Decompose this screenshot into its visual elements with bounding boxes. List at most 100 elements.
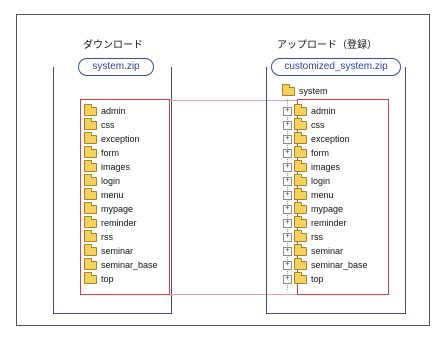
download-folder-label: reminder (101, 218, 137, 228)
folder-icon (84, 229, 97, 242)
upload-root-label: system (299, 86, 328, 96)
upload-root-folder: system (282, 83, 328, 96)
folder-icon (294, 131, 307, 144)
folder-icon (294, 243, 307, 256)
upload-folder-label: admin (311, 106, 336, 116)
folder-icon (294, 159, 307, 172)
folder-icon (84, 131, 97, 144)
upload-folder-item: + css (283, 117, 368, 132)
folder-icon (294, 187, 307, 200)
download-folder-label: admin (101, 106, 126, 116)
expand-plus-icon[interactable]: + (283, 260, 292, 270)
upload-folder-item: + form (283, 145, 368, 160)
expand-plus-icon[interactable]: + (283, 218, 292, 228)
download-folder-item: reminder (84, 215, 158, 230)
upload-folder-label: seminar (311, 246, 344, 256)
upload-folder-label: mypage (311, 204, 344, 214)
folder-icon (294, 173, 307, 186)
upload-folder-item: + reminder (283, 215, 368, 230)
expand-plus-icon[interactable]: + (283, 148, 292, 158)
download-heading: ダウンロード (83, 40, 143, 51)
folder-icon (282, 83, 295, 96)
download-folder-item: top (84, 271, 158, 286)
upload-folder-label: reminder (311, 218, 347, 228)
download-folder-item: exception (84, 131, 158, 146)
folder-icon (84, 187, 97, 200)
folder-icon (294, 215, 307, 228)
folder-icon (84, 271, 97, 284)
upload-folder-label: form (311, 148, 329, 158)
download-folder-label: images (101, 162, 131, 172)
connector-top (170, 100, 297, 101)
folder-icon (84, 145, 97, 158)
download-folder-item: form (84, 145, 158, 160)
download-folder-label: top (101, 274, 114, 284)
expand-plus-icon[interactable]: + (283, 106, 292, 116)
download-folder-item: admin (84, 103, 158, 118)
download-folder-item: menu (84, 187, 158, 202)
download-folder-item: images (84, 159, 158, 174)
upload-folder-item: + mypage (283, 201, 368, 216)
download-folder-item: rss (84, 229, 158, 244)
upload-folder-label: exception (311, 134, 350, 144)
folder-icon (294, 103, 307, 116)
download-folder-label: login (101, 176, 121, 186)
upload-folder-item: + seminar (283, 243, 368, 258)
upload-folder-item: + menu (283, 187, 368, 202)
expand-plus-icon[interactable]: + (283, 162, 292, 172)
download-folder-label: form (101, 148, 119, 158)
download-zip-label: system.zip (78, 58, 154, 76)
upload-folder-label: menu (311, 190, 334, 200)
download-folders-highlight (80, 99, 170, 295)
folder-icon (294, 229, 307, 242)
folder-icon (294, 145, 307, 158)
folder-icon (84, 159, 97, 172)
folder-icon (84, 243, 97, 256)
download-folder-label: css (101, 120, 115, 130)
upload-folder-label: top (311, 274, 324, 284)
connector-bottom (170, 294, 297, 295)
download-folder-list: admin css exception form images login menu mypa… (84, 103, 158, 286)
upload-heading: アップロード（登録） (277, 40, 377, 51)
folder-icon (84, 117, 97, 130)
upload-folder-item: +login (283, 173, 368, 188)
download-folder-item: seminar_base (84, 257, 158, 272)
download-folder-item: seminar (84, 243, 158, 258)
expand-plus-icon[interactable]: + (283, 274, 292, 284)
expand-plus-icon[interactable]: + (283, 120, 292, 130)
folder-icon (294, 271, 307, 284)
expand-plus-icon[interactable]: + (283, 204, 292, 214)
download-folder-label: rss (101, 232, 113, 242)
download-folder-label: seminar (101, 246, 134, 256)
upload-zip-label: customized_system.zip (271, 58, 401, 76)
download-folder-label: exception (101, 134, 140, 144)
upload-folder-item: + seminar_base (283, 257, 368, 272)
expand-plus-icon[interactable]: + (283, 232, 292, 242)
expand-plus-icon[interactable]: + (283, 134, 292, 144)
download-folder-label: seminar_base (101, 260, 158, 270)
folder-icon (294, 201, 307, 214)
upload-folder-item: + admin (283, 103, 368, 118)
download-folder-item: css (84, 117, 158, 132)
upload-folder-label: seminar_base (311, 260, 368, 270)
upload-folder-item: + top (283, 271, 368, 286)
expand-plus-icon[interactable]: + (283, 190, 292, 200)
upload-folder-list: +admin+css+exception+form+images+login+m… (283, 103, 368, 286)
folder-icon (84, 257, 97, 270)
upload-folder-label: css (311, 120, 325, 130)
download-folder-label: menu (101, 190, 124, 200)
download-folder-item: login (84, 173, 158, 188)
expand-plus-icon[interactable]: + (283, 176, 292, 186)
upload-folder-item: +rss (283, 229, 368, 244)
folder-icon (84, 201, 97, 214)
folder-icon (84, 173, 97, 186)
folder-icon (84, 103, 97, 116)
download-folder-item: mypage (84, 201, 158, 216)
upload-folder-item: +images (283, 159, 368, 174)
upload-folder-item: + exception (283, 131, 368, 146)
expand-plus-icon[interactable]: + (283, 246, 292, 256)
folder-icon (294, 117, 307, 130)
download-panel (53, 67, 172, 314)
download-folder-label: mypage (101, 204, 134, 214)
folder-icon (294, 257, 307, 270)
